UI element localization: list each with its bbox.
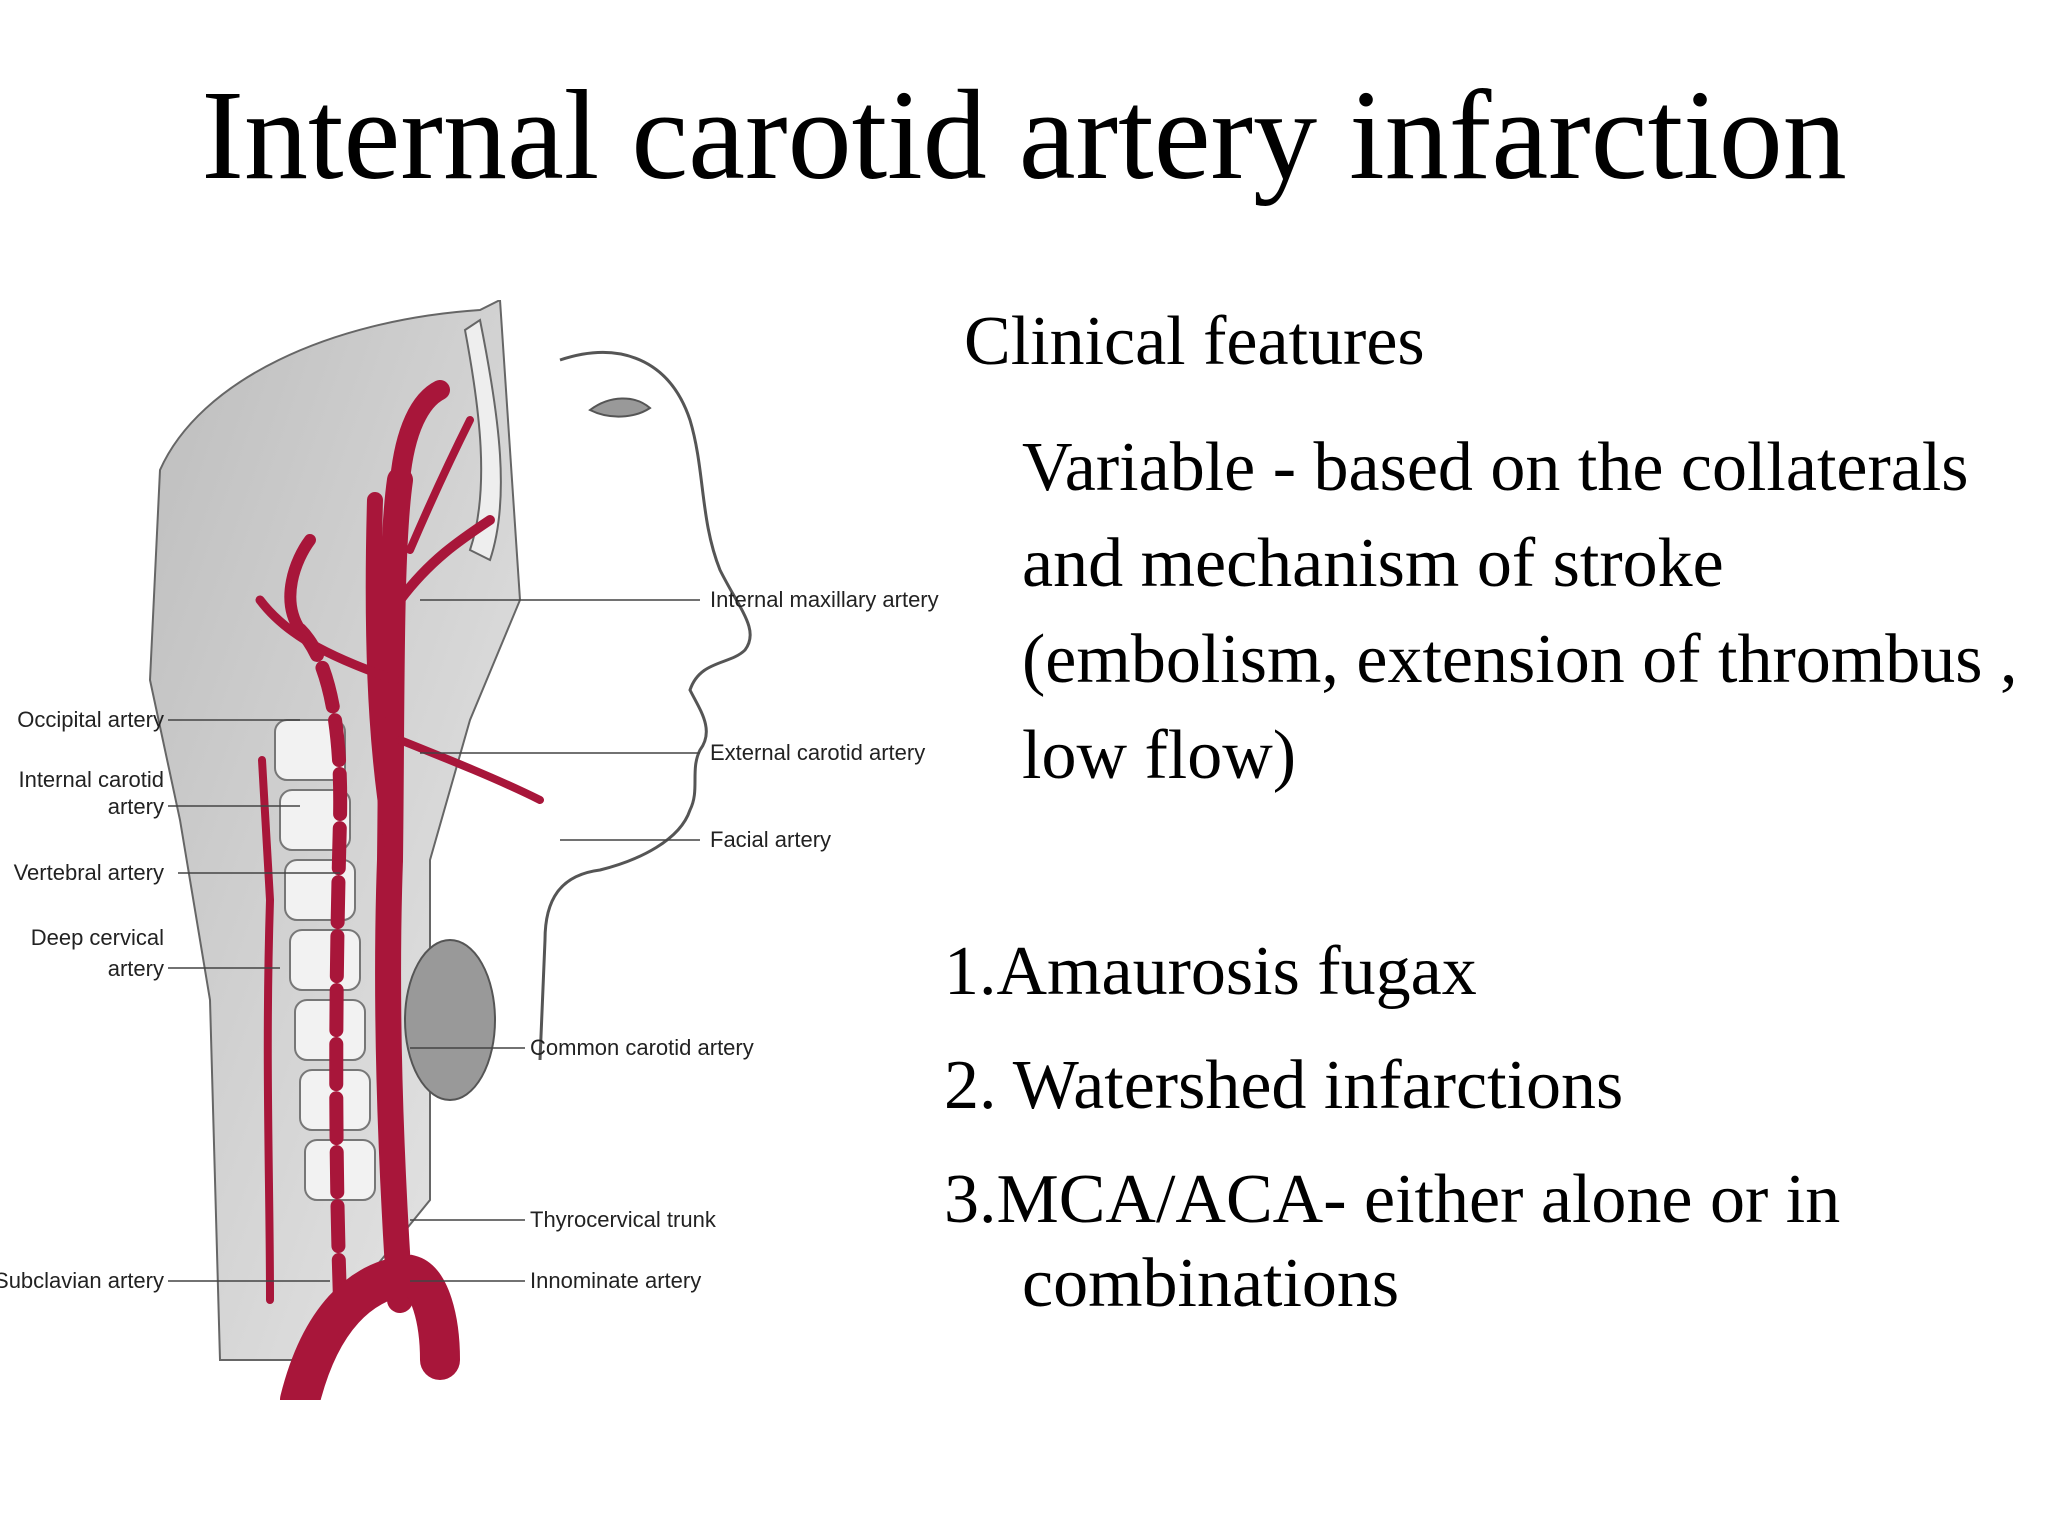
clinical-features-heading: Clinical features — [964, 303, 1425, 380]
label-innominate-artery: Innominate artery — [530, 1268, 701, 1293]
eye — [588, 397, 652, 418]
slide-title: Internal carotid artery infarction — [201, 64, 1847, 206]
face-profile — [538, 351, 752, 1061]
label-common-carotid-artery: Common carotid artery — [530, 1035, 754, 1060]
feature-item: 1.Amaurosis fugax — [944, 933, 1477, 1010]
clinical-features-description: Variable - based on the collaterals and … — [1022, 429, 2018, 794]
carotid-anatomy-illustration: Occipital artery Internal carotid artery… — [0, 300, 940, 1400]
neck-arteries-diagram: Occipital artery Internal carotid artery… — [0, 300, 939, 1400]
feature-list: 1.Amaurosis fugax 2. Watershed infarctio… — [944, 930, 2034, 1356]
feature-item: 2. Watershed infarctions — [944, 1047, 1624, 1124]
label-internal-maxillary-artery: Internal maxillary artery — [710, 587, 939, 612]
label-vertebral-artery: Vertebral artery — [14, 860, 164, 885]
label-leaders — [168, 599, 700, 1282]
label-deep-cervical-artery: Deep cervical — [31, 925, 164, 950]
label-deep-cervical-artery-line2: artery — [108, 956, 164, 981]
arteries — [255, 380, 544, 1400]
label-subclavian-artery: Subclavian artery — [0, 1268, 164, 1293]
label-thyrocervical-trunk: Thyrocervical trunk — [530, 1207, 717, 1232]
thyroid — [404, 939, 496, 1101]
label-internal-carotid-artery-line2: artery — [108, 794, 164, 819]
label-internal-carotid-artery: Internal carotid — [18, 767, 164, 792]
feature-item: 3.MCA/ACA- either alone or in combinatio… — [944, 1161, 1841, 1322]
label-occipital-artery: Occipital artery — [17, 707, 164, 732]
label-external-carotid-artery: External carotid artery — [710, 740, 925, 765]
label-facial-artery: Facial artery — [710, 827, 831, 852]
